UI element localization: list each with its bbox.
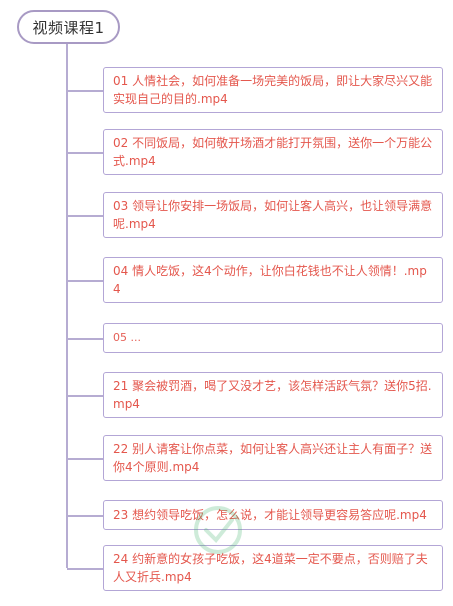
connector-branch: [67, 458, 103, 460]
connector-branch: [67, 280, 103, 282]
subtopic-23-label: 23 想约领导吃饭，怎么说，才能让领导更容易答应呢.mp4: [113, 508, 427, 522]
subtopic-03[interactable]: 03 领导让你安排一场饭局，如何让客人高兴，也让领导满意呢.mp4: [103, 192, 443, 238]
subtopic-04[interactable]: 04 情人吃饭，这4个动作，让你白花钱也不让人领情！.mp4: [103, 257, 443, 303]
subtopic-04-label: 04 情人吃饭，这4个动作，让你白花钱也不让人领情！.mp4: [113, 264, 427, 296]
connector-branch: [67, 568, 103, 570]
connector-branch: [67, 395, 103, 397]
root-topic-label: 视频课程1: [32, 18, 105, 37]
connector-branch: [67, 338, 103, 340]
watermark-logo: [194, 506, 242, 554]
subtopic-05-label: 05 ...: [113, 331, 141, 344]
subtopic-22-label: 22 别人请客让你点菜，如何让客人高兴还让主人有面子？送你4个原则.mp4: [113, 442, 433, 474]
subtopic-05-label-garbled: 05 ...: [113, 329, 433, 347]
subtopic-24-label: 24 约新意的女孩子吃饭，这4道菜一定不要点，否则赔了夫人又折兵.mp4: [113, 552, 428, 584]
subtopic-02[interactable]: 02 不同饭局，如何敬开场酒才能打开氛围，送你一个万能公式.mp4: [103, 129, 443, 175]
connector-branch: [67, 215, 103, 217]
subtopic-22[interactable]: 22 别人请客让你点菜，如何让客人高兴还让主人有面子？送你4个原则.mp4: [103, 435, 443, 481]
connector-spine: [66, 44, 68, 568]
subtopic-24[interactable]: 24 约新意的女孩子吃饭，这4道菜一定不要点，否则赔了夫人又折兵.mp4: [103, 545, 443, 591]
root-topic[interactable]: 视频课程1: [17, 10, 120, 44]
connector-branch: [67, 515, 103, 517]
subtopic-21-label: 21 聚会被罚酒，喝了又没才艺，该怎样活跃气氛？送你5招.mp4: [113, 379, 432, 411]
subtopic-21[interactable]: 21 聚会被罚酒，喝了又没才艺，该怎样活跃气氛？送你5招.mp4: [103, 372, 443, 418]
subtopic-05[interactable]: 05 ...: [103, 323, 443, 353]
subtopic-01[interactable]: 01 人情社会，如何准备一场完美的饭局，即让大家尽兴又能实现自己的目的.mp4: [103, 67, 443, 113]
subtopic-23[interactable]: 23 想约领导吃饭，怎么说，才能让领导更容易答应呢.mp4: [103, 500, 443, 530]
connector-branch: [67, 152, 103, 154]
subtopic-01-label: 01 人情社会，如何准备一场完美的饭局，即让大家尽兴又能实现自己的目的.mp4: [113, 74, 433, 106]
subtopic-03-label: 03 领导让你安排一场饭局，如何让客人高兴，也让领导满意呢.mp4: [113, 199, 433, 231]
subtopic-02-label: 02 不同饭局，如何敬开场酒才能打开氛围，送你一个万能公式.mp4: [113, 136, 433, 168]
connector-branch: [67, 90, 103, 92]
